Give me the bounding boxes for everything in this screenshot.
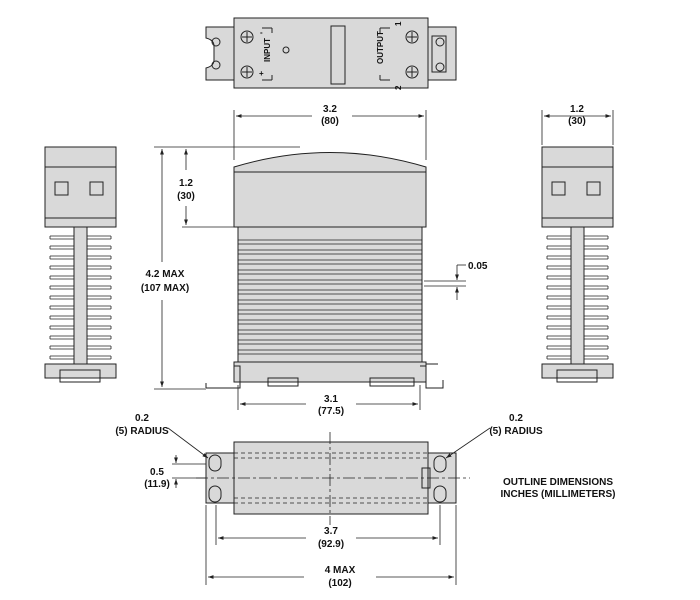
dim-overall-length-inches: 4 MAX <box>325 565 356 576</box>
dim-fin-pitch-inches: 0.05 <box>468 261 488 272</box>
screw-icon <box>240 65 254 79</box>
dim-base-width-inches: 3.1 <box>324 394 338 405</box>
screw-icon <box>240 30 254 44</box>
dim-overall-length-mm: (102) <box>328 578 351 589</box>
dim-mounting-span-mm: (92.9) <box>318 539 344 550</box>
output-label: OUTPUT <box>376 31 385 64</box>
dim-mounting-span-inches: 3.7 <box>324 526 338 537</box>
input-minus-sign: - <box>260 28 263 37</box>
note-line-2: INCHES (MILLIMETERS) <box>501 489 616 500</box>
dim-total-height-inches: 4.2 MAX <box>146 269 185 280</box>
dim-radius-left-mm: (5) RADIUS <box>115 426 169 437</box>
input-label: INPUT <box>263 38 272 62</box>
heat-sink-fins <box>238 239 422 355</box>
dim-slot-offset-inches: 0.5 <box>150 467 164 478</box>
terminal-2-label: 2 <box>394 85 403 90</box>
dim-side-width-inches: 1.2 <box>570 104 584 115</box>
dimension-lines <box>154 110 614 585</box>
note-line-1: OUTLINE DIMENSIONS <box>503 477 613 488</box>
dim-radius-right-mm: (5) RADIUS <box>489 426 543 437</box>
dim-side-width-mm: (30) <box>568 116 586 127</box>
side-view-left <box>44 146 117 383</box>
dim-total-height-mm: (107 MAX) <box>141 283 189 294</box>
dim-radius-right-inches: 0.2 <box>509 413 523 424</box>
bottom-view <box>196 432 470 525</box>
dim-slot-offset-mm: (11.9) <box>144 479 170 490</box>
side-view-right <box>541 146 614 383</box>
dim-cover-height-inches: 1.2 <box>179 178 193 189</box>
input-plus-sign: + <box>259 69 264 78</box>
dim-width-top-inches: 3.2 <box>323 104 337 115</box>
terminal-1-label: 1 <box>394 21 403 26</box>
dim-base-width-mm: (77.5) <box>318 406 344 417</box>
dim-radius-left-inches: 0.2 <box>135 413 149 424</box>
front-view <box>205 152 444 389</box>
top-view: INPUT + - OUTPUT 1 2 <box>205 17 457 90</box>
dim-width-top-mm: (80) <box>321 116 339 127</box>
screw-icon <box>405 65 419 79</box>
screw-icon <box>405 30 419 44</box>
dim-cover-height-mm: (30) <box>177 191 195 202</box>
